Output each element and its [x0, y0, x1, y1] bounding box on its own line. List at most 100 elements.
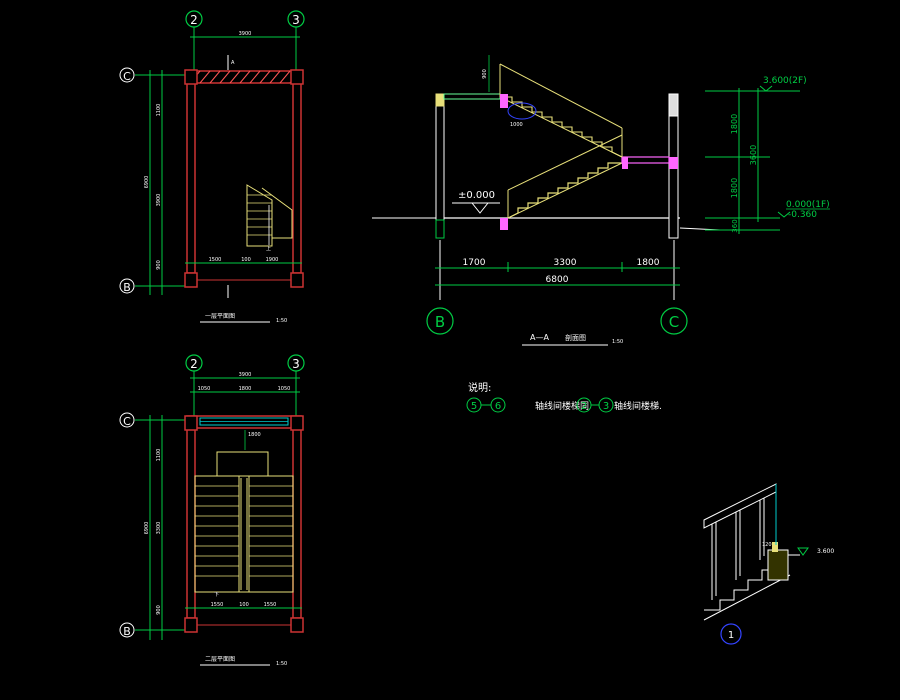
- detail-badge-circle: [720, 623, 742, 645]
- axis-label-b: B: [123, 281, 131, 294]
- stair-flight-left: [194, 475, 240, 593]
- stair-soffit-upper: [499, 96, 623, 158]
- axis-bubble-b: [119, 622, 135, 638]
- axis-label-2: 2: [190, 13, 198, 27]
- detail-stair-soffit: [703, 574, 791, 621]
- wall-left: [186, 427, 196, 619]
- elev-ground: -0.360: [788, 210, 817, 220]
- notes-heading: 说明:: [468, 381, 491, 394]
- stair-break-line: [261, 187, 293, 239]
- detail-elev: 3.600: [817, 548, 834, 555]
- slab-2f-beam: [500, 94, 508, 108]
- elev-1f: 0.000(1F): [786, 200, 830, 210]
- detail-1: 3.600 120 1: [703, 483, 834, 645]
- height-upper: 1800: [730, 114, 739, 134]
- dim-side-b: 900: [156, 605, 162, 615]
- notes-body-prefix: 轴线间楼梯同: [535, 400, 589, 412]
- plan-title-first: 一层平面图: [205, 313, 235, 320]
- elev-2f-marker: [759, 85, 773, 92]
- handrail-upper: [499, 63, 623, 129]
- wall-left: [186, 82, 196, 274]
- wall-right: [292, 427, 302, 619]
- plan-title-second: 二层平面图: [205, 656, 235, 663]
- section-scale: 1:50: [612, 339, 623, 345]
- dim-side-inner: 3900: [156, 194, 162, 207]
- dim-top: 3900: [239, 31, 252, 37]
- axis-bubble-c: [119, 412, 135, 428]
- stair-treads: [195, 485, 293, 577]
- stair-well: [238, 475, 250, 593]
- axis-bubble-b-section: [426, 307, 454, 335]
- wall-left-beam: [435, 93, 445, 107]
- elev-zero-marker: [471, 202, 489, 214]
- notes-axis-bubble-to: [490, 397, 506, 413]
- axis-label-c: C: [123, 70, 131, 83]
- plan-scale-first: 1:50: [276, 318, 287, 324]
- stair-flight-right: [248, 475, 294, 593]
- stair-treads: [247, 194, 272, 236]
- column-tr: [290, 69, 304, 85]
- notes-axis-bubble-b: [598, 397, 614, 413]
- axis-label-3: 3: [292, 13, 300, 27]
- column-tl: [184, 69, 198, 85]
- dim-top-mid: 1800: [239, 386, 252, 392]
- landing-beam-left: [622, 157, 628, 169]
- column-br: [290, 617, 304, 633]
- notes-axis-to: 6: [495, 401, 501, 412]
- column-tl: [184, 415, 198, 431]
- dim-b: 3300: [554, 258, 577, 268]
- dim-bottom-right: 1900: [266, 257, 279, 263]
- dim-side-b: 900: [156, 260, 162, 270]
- dim-bottom-right: 1550: [264, 602, 277, 608]
- dim-top-left: 1050: [198, 386, 211, 392]
- footing-stair: [500, 218, 508, 230]
- height-plinth: 360: [731, 219, 739, 232]
- dim-bottom-left: 1500: [209, 257, 222, 263]
- dim-upper-note: 900: [482, 69, 488, 79]
- dim-side-total: 6900: [144, 522, 150, 535]
- section-title-text: 剖面图: [565, 333, 586, 342]
- axis-bubble-c: [119, 67, 135, 83]
- detail-steps: [704, 560, 777, 611]
- handrail-lower: [507, 134, 623, 191]
- elev-zero: ±0.000: [458, 190, 495, 201]
- first-floor-plan: 2 3 3900 C B 6900 3900 1100 900 A: [119, 10, 305, 324]
- dim-top-total: 3900: [239, 372, 252, 378]
- landing-beam-right: [669, 157, 678, 169]
- detail-slab-section: [767, 549, 789, 581]
- column-tr: [290, 415, 304, 431]
- detail-dim-small: 120: [762, 542, 772, 548]
- second-floor-plan: 2 3 3900 1050 1800 1050 C B 6900 3300 11…: [119, 354, 305, 667]
- landing-label: 1800: [248, 432, 261, 438]
- detail-callout-label: 1000: [510, 122, 523, 128]
- axis-bubble-c-section: [660, 307, 688, 335]
- up-arrow-label: 上: [266, 245, 271, 252]
- notes-body-suffix: 轴线间楼梯.: [614, 400, 662, 412]
- notes-axis-ref-b: 3: [603, 401, 609, 412]
- dim-c: 1800: [637, 258, 660, 268]
- height-lower: 1800: [730, 178, 739, 198]
- section-mark-label-top: A: [231, 60, 235, 66]
- dim-side-a: 1100: [156, 449, 162, 462]
- detail-badge: 1: [728, 630, 734, 641]
- wall-top: [186, 70, 302, 84]
- axis-label-b: B: [123, 625, 131, 638]
- stair-outline: [246, 184, 273, 247]
- elev-1f-marker: [777, 211, 791, 218]
- dim-a: 1700: [463, 258, 486, 268]
- detail-elev-marker: [797, 547, 809, 556]
- wall-right-beam: [668, 93, 679, 117]
- column-bl: [184, 272, 198, 288]
- section-title-code: A—A: [530, 333, 549, 342]
- axis-right: C: [669, 313, 679, 331]
- wall-left-section: [435, 93, 445, 239]
- dim-bottom-mid: 100: [239, 602, 249, 608]
- detail-balusters: [711, 498, 765, 600]
- axis-label-2: 2: [190, 357, 198, 371]
- axis-left: B: [435, 313, 445, 331]
- column-br: [290, 272, 304, 288]
- stair-soffit-lower: [507, 162, 623, 219]
- notes: 说明: 5 6 轴线间楼梯同 2 3 轴线间楼梯.: [466, 381, 662, 413]
- dim-bottom-left: 1550: [211, 602, 224, 608]
